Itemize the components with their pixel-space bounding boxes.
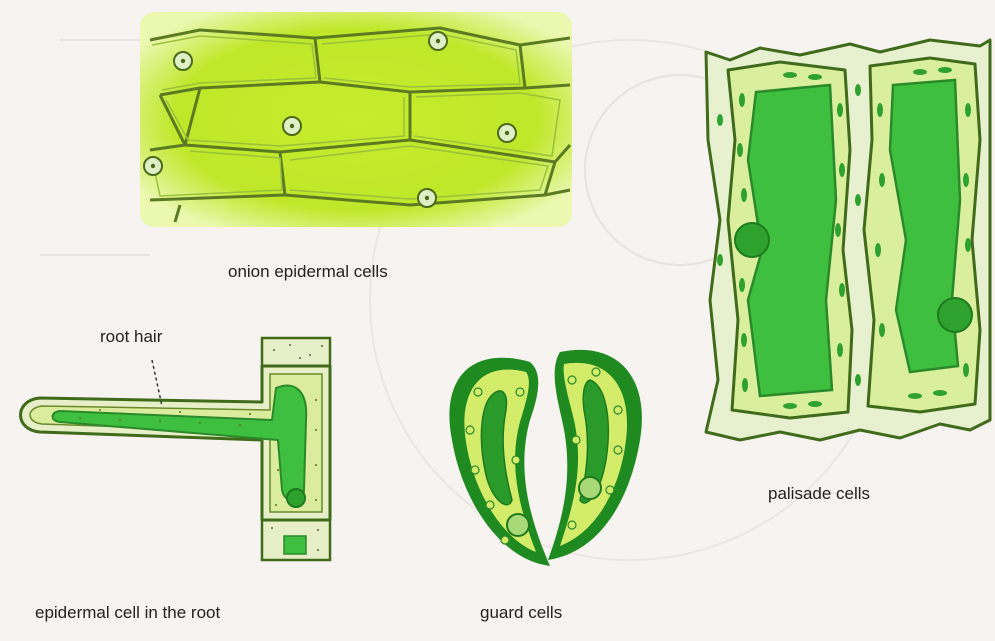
- guard-cell-nucleus: [579, 477, 601, 499]
- onion-nucleus: [418, 189, 436, 207]
- label-epidermal-cell-in-root: epidermal cell in the root: [35, 603, 220, 623]
- onion-nucleus: [498, 124, 516, 142]
- onion-epidermal-cells: [140, 12, 572, 227]
- label-onion-epidermal-cells: onion epidermal cells: [228, 262, 388, 282]
- onion-nucleus: [144, 157, 162, 175]
- palisade-nucleus: [938, 298, 972, 332]
- onion-nucleus: [174, 52, 192, 70]
- guard-cells: [449, 350, 642, 566]
- palisade-cells: [706, 40, 990, 440]
- label-root-hair: root hair: [100, 327, 162, 347]
- palisade-nucleus: [735, 223, 769, 257]
- guard-cell-nucleus: [507, 514, 529, 536]
- root-cell-nucleus: [287, 489, 305, 507]
- onion-nucleus: [283, 117, 301, 135]
- onion-nucleus: [429, 32, 447, 50]
- label-guard-cells: guard cells: [480, 603, 562, 623]
- label-palisade-cells: palisade cells: [768, 484, 870, 504]
- root-epidermal-cell: [21, 338, 331, 560]
